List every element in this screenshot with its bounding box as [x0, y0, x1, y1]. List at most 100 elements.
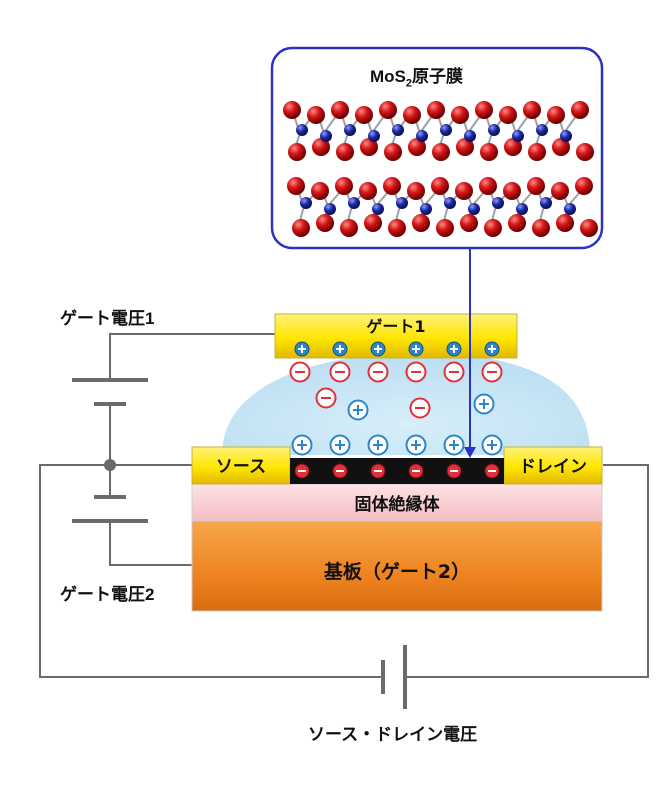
s-atom [403, 106, 421, 124]
s-atom [556, 214, 574, 232]
s-atom [379, 101, 397, 119]
s-atom [331, 101, 349, 119]
negative-ion [289, 361, 311, 383]
gate-voltage-2-battery [72, 495, 148, 523]
mo-atom [324, 203, 336, 215]
channel-negative-charge [408, 463, 424, 479]
mo-atom [444, 197, 456, 209]
gate-voltage-1-battery [72, 378, 148, 406]
mo-atom [344, 124, 356, 136]
mo-atom [348, 197, 360, 209]
positive-ion [481, 434, 503, 456]
s-atom [287, 177, 305, 195]
source-drain-battery [381, 645, 407, 709]
negative-ion [481, 361, 503, 383]
gate1-electrode [274, 313, 518, 359]
mo-atom [416, 130, 428, 142]
electrolyte-droplet [222, 352, 590, 455]
s-atom [407, 182, 425, 200]
drain-label: ドレイン [519, 457, 587, 477]
positive-ion [347, 399, 369, 421]
gate-positive-charge [370, 341, 386, 357]
s-atom [532, 219, 550, 237]
s-atom [311, 182, 329, 200]
s-atom [336, 143, 354, 161]
s-atom [340, 219, 358, 237]
s-atom [383, 177, 401, 195]
s-atom [355, 106, 373, 124]
positive-ion [443, 434, 465, 456]
s-atom [307, 106, 325, 124]
mo-atom [296, 124, 308, 136]
substrate-label: 基板（ゲート2） [323, 560, 470, 583]
s-atom [508, 214, 526, 232]
mo-atom [464, 130, 476, 142]
s-atom [432, 143, 450, 161]
gate-positive-charge [294, 341, 310, 357]
s-atom [499, 106, 517, 124]
channel-negative-charge [484, 463, 500, 479]
gate-positive-charge [332, 341, 348, 357]
positive-ion [405, 434, 427, 456]
negative-ion [367, 361, 389, 383]
positive-ion [291, 434, 313, 456]
gate-positive-charge [484, 341, 500, 357]
positive-ion [473, 393, 495, 415]
s-atom [427, 101, 445, 119]
s-atom [335, 177, 353, 195]
s-atom [360, 138, 378, 156]
s-atom [455, 182, 473, 200]
s-atom [316, 214, 334, 232]
mo-atom [516, 203, 528, 215]
s-atom [288, 143, 306, 161]
inset-title: MoS2原子膜 [370, 67, 464, 90]
mos2-lattice [283, 101, 598, 237]
channel-negative-charge [332, 463, 348, 479]
s-atom [436, 219, 454, 237]
mo-atom [392, 124, 404, 136]
s-atom [575, 177, 593, 195]
insulator-layer [191, 483, 603, 522]
s-atom [475, 101, 493, 119]
source-drain-voltage-label: ソース・ドレイン電圧 [308, 725, 478, 744]
source-label: ソース [216, 457, 266, 477]
mo-atom [368, 130, 380, 142]
inset-pointer-arrowhead [464, 447, 476, 458]
mos2-channel [290, 458, 504, 484]
mo-atom [372, 203, 384, 215]
s-atom [292, 219, 310, 237]
gate-positive-charge [408, 341, 424, 357]
negative-ion [315, 387, 337, 409]
channel-negative-charge [446, 463, 462, 479]
s-atom [484, 219, 502, 237]
gate-positive-charge [446, 341, 462, 357]
s-atom [551, 182, 569, 200]
s-atom [576, 143, 594, 161]
negative-ion [329, 361, 351, 383]
s-atom [456, 138, 474, 156]
gate1-label: ゲート1 [366, 317, 425, 336]
s-atom [431, 177, 449, 195]
mo-atom [440, 124, 452, 136]
mo-atom [396, 197, 408, 209]
s-atom [408, 138, 426, 156]
positive-ion [367, 434, 389, 456]
wire-junction [104, 459, 116, 471]
s-atom [480, 143, 498, 161]
s-atom [528, 143, 546, 161]
s-atom [359, 182, 377, 200]
s-atom [504, 138, 522, 156]
drain-electrode [503, 446, 603, 485]
mo-atom [320, 130, 332, 142]
s-atom [479, 177, 497, 195]
s-atom [527, 177, 545, 195]
s-atom [451, 106, 469, 124]
channel-negative-charge [294, 463, 310, 479]
s-atom [384, 143, 402, 161]
channel-negative-charge [370, 463, 386, 479]
negative-ion [409, 397, 431, 419]
mo-atom [420, 203, 432, 215]
negative-ion [443, 361, 465, 383]
s-atom [460, 214, 478, 232]
s-atom [312, 138, 330, 156]
